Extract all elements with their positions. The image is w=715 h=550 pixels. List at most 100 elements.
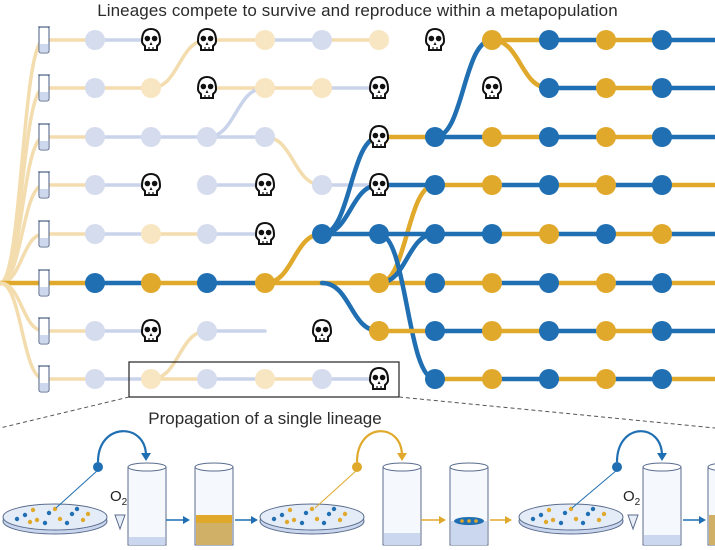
lineage-node: [85, 78, 105, 98]
zoom-guide-right: [398, 396, 715, 429]
skull-icon: [368, 124, 390, 148]
lineage-node: [369, 273, 389, 293]
lineage-node: [596, 78, 616, 98]
lineage-node: [596, 224, 616, 244]
test-tube-icon: [38, 220, 50, 248]
lineage-node: [312, 78, 332, 98]
lineage-link: [262, 231, 325, 286]
lineage-node: [539, 127, 559, 147]
test-tube-icon: [38, 74, 50, 102]
arrow-icon: [235, 516, 258, 524]
lineage-node: [425, 369, 445, 389]
lineage-node: [255, 30, 275, 50]
lineage-node: [482, 30, 502, 50]
lineage-node: [539, 321, 559, 341]
lineage-link: [263, 135, 324, 187]
lineage-node: [539, 30, 559, 50]
lineage-node: [85, 30, 105, 50]
lineage-node: [85, 127, 105, 147]
petri-dish-icon: [2, 503, 108, 535]
lineage-node: [141, 127, 161, 147]
lineage-node: [255, 369, 275, 389]
arrow-icon: [421, 516, 446, 524]
lineage-link: [319, 280, 382, 334]
cell-dot: [460, 519, 464, 523]
lineage-node: [482, 224, 502, 244]
tube-icon: [707, 463, 715, 546]
lineage-node: [596, 369, 616, 389]
propagation-subtitle: Propagation of a single lineage: [148, 409, 382, 428]
lineage-node: [255, 273, 275, 293]
lineage-node: [482, 127, 502, 147]
skull-icon: [368, 366, 390, 390]
lineage-node: [141, 224, 161, 244]
lineage-node: [482, 273, 502, 293]
lineage-node: [141, 273, 161, 293]
lineage-node: [539, 175, 559, 195]
founder-link: [0, 38, 45, 285]
lineage-node: [652, 30, 672, 50]
lineage-node: [652, 273, 672, 293]
transfer-line: [314, 469, 358, 509]
lineage-link: [149, 329, 209, 381]
culture-layer: [196, 515, 232, 523]
transfer-line: [55, 469, 99, 509]
lineage-node: [425, 224, 445, 244]
lineage-node: [596, 273, 616, 293]
tube-icon: [127, 462, 167, 546]
lineage-node: [312, 224, 332, 244]
cell-icon: [352, 462, 362, 472]
transfer-arrow-icon: [355, 430, 407, 463]
lineage-node: [482, 321, 502, 341]
transfer-line: [571, 469, 618, 509]
lineage-node: [596, 175, 616, 195]
diagram-title: Lineages compete to survive and reproduc…: [97, 1, 618, 20]
cell-dot: [467, 519, 471, 523]
skull-icon: [254, 221, 276, 245]
lineage-link: [205, 86, 267, 139]
lineage-node: [85, 175, 105, 195]
arrow-icon: [166, 516, 190, 524]
skull-icon: [481, 75, 503, 99]
lineage-node: [197, 127, 217, 147]
lineage-node: [425, 321, 445, 341]
transfer-arrow-icon: [615, 430, 667, 463]
lineage-node: [539, 78, 559, 98]
test-tube-icon: [38, 171, 50, 199]
lineage-node: [596, 30, 616, 50]
lineage-node: [482, 175, 502, 195]
lineage-link: [489, 37, 552, 91]
founder-link: [0, 281, 45, 381]
lineage-node: [652, 127, 672, 147]
lineage-node: [312, 175, 332, 195]
test-tube-icon: [38, 123, 50, 151]
lineage-node: [197, 224, 217, 244]
lineage-node: [85, 369, 105, 389]
skull-icon: [424, 27, 446, 51]
cell-dot: [474, 519, 478, 523]
test-tube-icon: [38, 365, 50, 393]
lineage-node: [652, 175, 672, 195]
lineage-node: [197, 175, 217, 195]
tube-icon: [449, 462, 489, 546]
pipette-icon: [114, 514, 126, 531]
cell-icon: [612, 462, 622, 472]
lineage-node: [482, 369, 502, 389]
lineage-node: [312, 369, 332, 389]
lineage-node: [369, 30, 389, 50]
lineage-node: [85, 321, 105, 341]
lineage-node: [652, 224, 672, 244]
arrow-icon: [683, 516, 706, 524]
petri-dish-icon: [259, 503, 365, 535]
skull-icon: [140, 27, 162, 51]
lineage-node: [85, 224, 105, 244]
lineage-node: [425, 175, 445, 195]
skull-icon: [254, 172, 276, 196]
lineage-node: [652, 369, 672, 389]
lineage-source-tubes: [38, 26, 50, 393]
lineage-node: [197, 369, 217, 389]
skull-icon: [368, 172, 390, 196]
skull-icon: [140, 172, 162, 196]
skull-icon: [368, 75, 390, 99]
